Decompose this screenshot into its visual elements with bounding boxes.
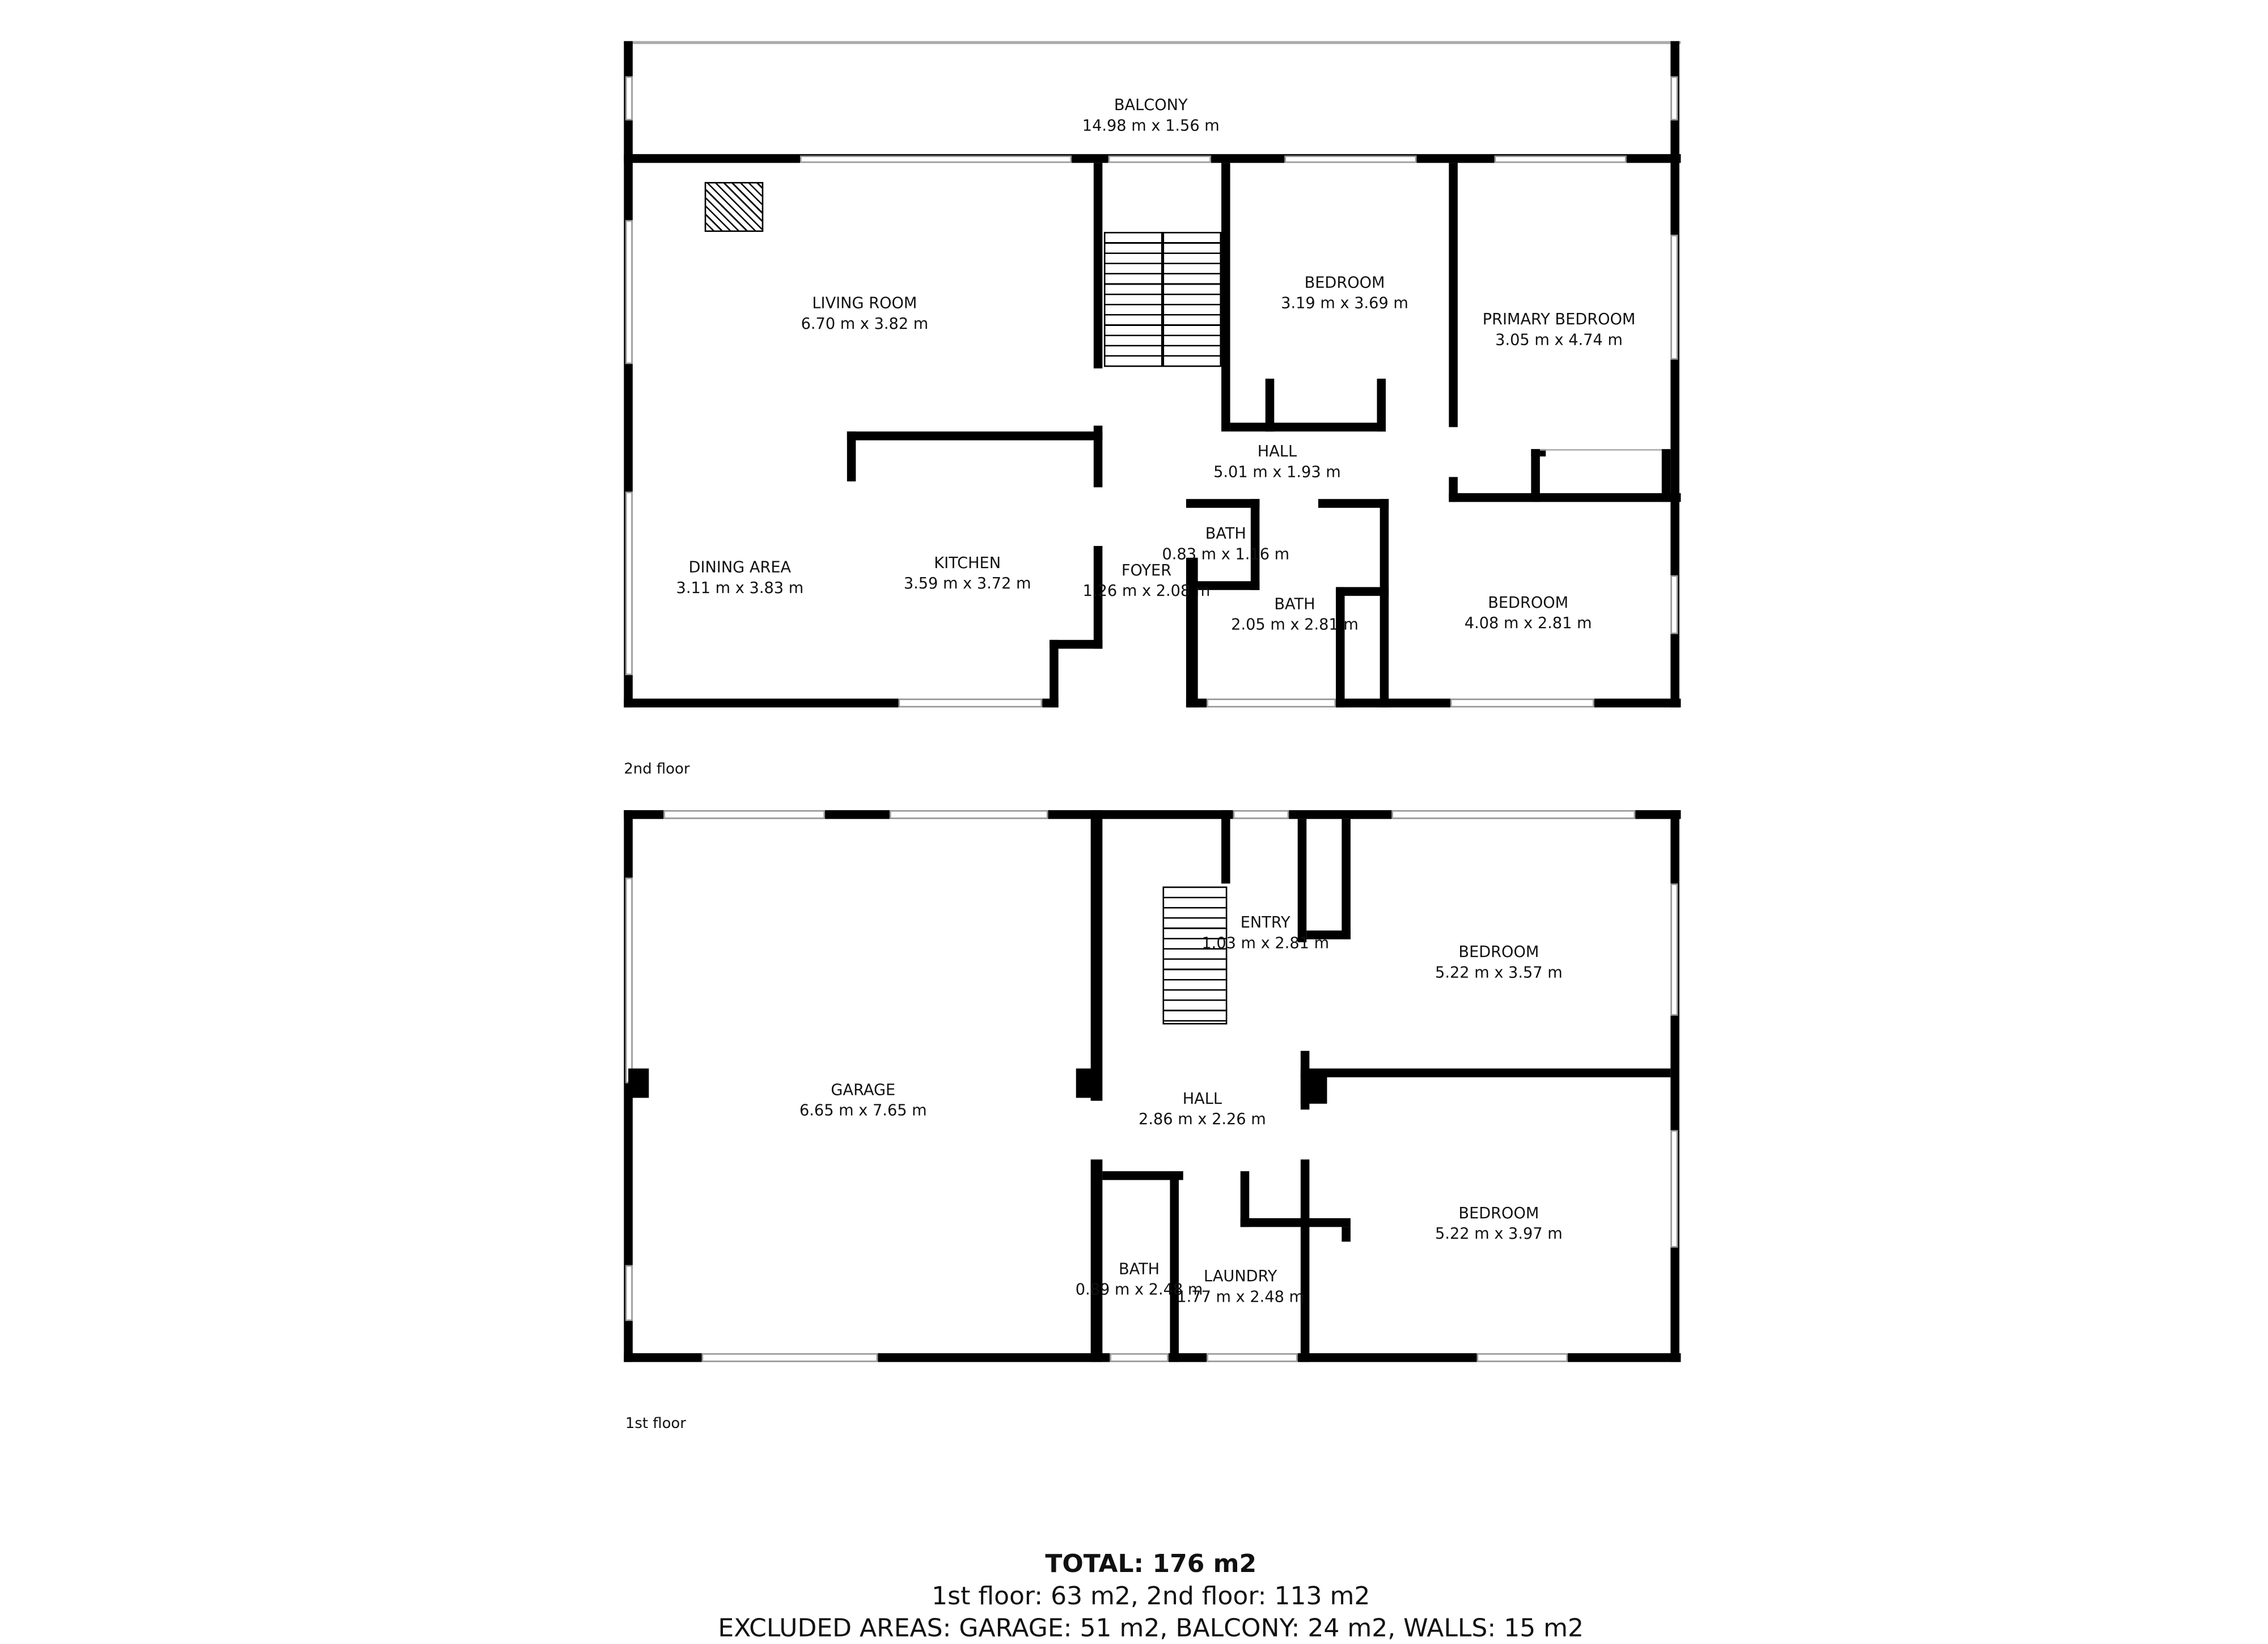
wall	[1265, 378, 1275, 432]
wall	[1240, 1218, 1351, 1227]
wall	[1377, 378, 1386, 432]
floor-areas: 1st floor: 63 m2, 2nd floor: 113 m2	[932, 1582, 1370, 1612]
wall	[1093, 425, 1103, 488]
wall	[1531, 449, 1540, 502]
floor-label: 2nd floor	[624, 761, 690, 778]
window	[701, 1353, 878, 1362]
window	[1494, 155, 1627, 163]
stairs	[1103, 232, 1163, 367]
window	[625, 878, 633, 1083]
wall	[1250, 499, 1260, 590]
window	[625, 491, 633, 675]
window	[1670, 883, 1678, 1016]
wall	[1380, 499, 1389, 707]
wall	[1297, 819, 1307, 943]
stairs	[1162, 886, 1228, 1025]
wall	[847, 431, 856, 482]
fireplace-icon	[704, 182, 764, 232]
closet-line	[1539, 449, 1671, 451]
window	[1670, 575, 1678, 634]
wall	[1170, 1171, 1179, 1362]
door-opening	[625, 1265, 633, 1321]
wall	[1090, 1159, 1103, 1362]
balcony-railing	[624, 41, 1681, 44]
wall	[1300, 1068, 1671, 1078]
wall	[1318, 499, 1389, 508]
window	[1284, 155, 1417, 163]
window	[625, 220, 633, 365]
wall	[1335, 587, 1389, 596]
column	[628, 1068, 649, 1098]
stairs	[1162, 232, 1222, 367]
window	[1450, 698, 1594, 707]
window	[1207, 1353, 1298, 1362]
wall	[1306, 930, 1351, 939]
window	[898, 698, 1043, 707]
wall	[1186, 499, 1260, 508]
wall	[1090, 810, 1103, 1101]
wall	[1093, 546, 1103, 649]
window	[889, 810, 1048, 819]
window	[1110, 1353, 1169, 1362]
excluded-areas: EXCLUDED AREAS: GARAGE: 51 m2, BALCONY: …	[718, 1614, 1584, 1644]
total-area: TOTAL: 176 m2	[1045, 1549, 1257, 1579]
wall	[1449, 163, 1458, 427]
window	[1207, 698, 1336, 707]
wall	[1661, 449, 1671, 502]
floor-label: 1st floor	[625, 1416, 686, 1433]
wall	[847, 431, 1103, 440]
wall	[1670, 41, 1679, 707]
wall	[1050, 639, 1059, 707]
window	[800, 155, 1072, 163]
wall	[1186, 581, 1260, 590]
window	[625, 76, 633, 121]
wall	[1240, 1171, 1250, 1227]
window	[1108, 155, 1211, 163]
window	[1670, 76, 1678, 121]
wall	[1186, 557, 1198, 707]
window	[1670, 1130, 1678, 1248]
window	[1391, 810, 1636, 819]
wall	[1342, 819, 1351, 939]
wall	[1342, 1227, 1351, 1242]
wall	[1449, 493, 1681, 502]
wall	[1265, 422, 1386, 432]
door-opening	[1233, 810, 1289, 819]
wall	[1230, 422, 1275, 432]
window	[663, 810, 826, 819]
wall	[1221, 810, 1230, 884]
column	[1300, 1074, 1327, 1104]
wall	[1093, 163, 1103, 368]
wall	[1531, 449, 1546, 457]
wall	[1102, 1171, 1183, 1180]
wall	[1221, 163, 1230, 432]
wall	[1300, 1159, 1310, 1362]
wall	[1335, 587, 1345, 707]
wall	[1050, 639, 1103, 649]
window	[1476, 1353, 1568, 1362]
window	[1670, 235, 1678, 360]
